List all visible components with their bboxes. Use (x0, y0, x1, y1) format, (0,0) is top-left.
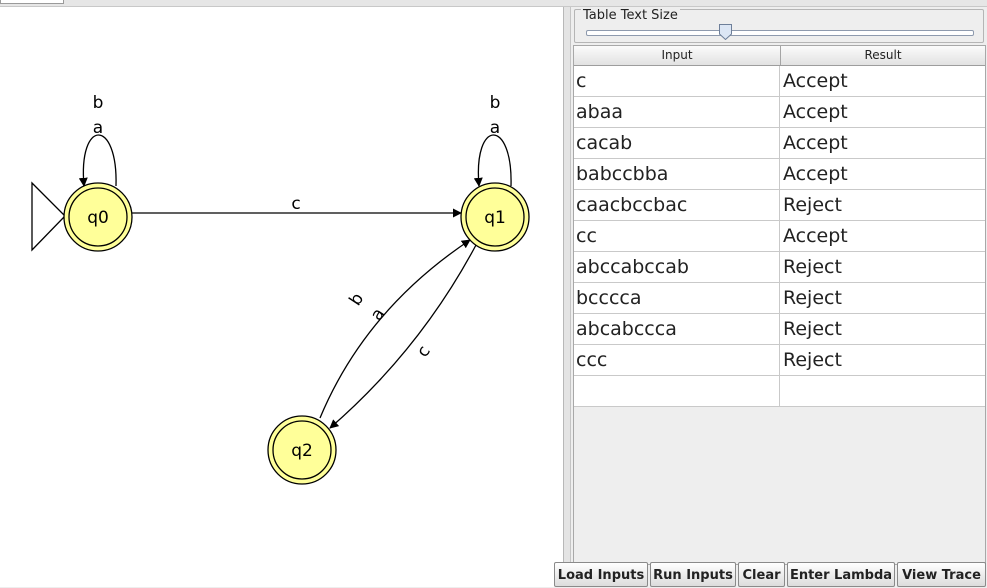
transition-q1-q2[interactable] (329, 244, 477, 429)
result-cell: Reject (783, 194, 842, 216)
input-cell[interactable]: babccbba (574, 159, 780, 189)
table-header: Input Result (574, 46, 985, 66)
result-cell: Reject (783, 349, 842, 371)
loop-label-q0-b[interactable]: b (93, 93, 104, 113)
state-q0[interactable]: q0 (63, 182, 133, 252)
transition-label-q1-q2[interactable]: c (413, 342, 435, 361)
self-loop-q0[interactable] (78, 134, 117, 187)
input-cell[interactable]: cc (574, 221, 780, 251)
table-text-size-group: Table Text Size (574, 8, 984, 43)
load-inputs-button[interactable]: Load Inputs (554, 562, 648, 587)
input-cell[interactable]: abcabccca (574, 314, 780, 344)
self-loop-q1[interactable] (473, 134, 512, 187)
column-header-input[interactable]: Input (574, 46, 781, 65)
column-header-result[interactable]: Result (864, 48, 902, 62)
state-q1[interactable]: q1 (460, 182, 530, 252)
transition-label-q2-q1-b[interactable]: b (346, 290, 369, 310)
loop-label-q1-a[interactable]: a (490, 118, 500, 138)
split-pane-divider[interactable] (564, 7, 571, 587)
input-cell[interactable]: abccabccab (574, 252, 780, 282)
state-label-q2: q2 (291, 441, 313, 461)
input-cell[interactable]: abaa (574, 97, 780, 127)
input-cell[interactable]: cacab (574, 128, 780, 158)
state-label-q0: q0 (87, 208, 109, 228)
top-tab-strip (0, 0, 987, 7)
input-cell[interactable]: c (574, 66, 780, 96)
automaton-canvas[interactable]: c b a b a b a c q0 q1 q2 (0, 7, 564, 587)
result-cell: Accept (783, 132, 848, 154)
input-cell[interactable]: bcccca (574, 283, 780, 313)
button-bar: Load Inputs Run Inputs Clear Enter Lambd… (554, 562, 987, 587)
state-q2[interactable]: q2 (267, 415, 337, 485)
result-cell (781, 376, 985, 406)
state-label-q1: q1 (484, 208, 506, 228)
input-cell[interactable]: caacbccbac (574, 190, 780, 220)
transition-label-q2-q1-a[interactable]: a (367, 305, 389, 325)
loop-label-q1-b[interactable]: b (490, 93, 501, 113)
result-cell: Accept (783, 70, 848, 92)
result-cell: Reject (783, 256, 842, 278)
clear-button[interactable]: Clear (738, 562, 785, 587)
result-cell: Accept (783, 225, 848, 247)
automaton-graph: c b a b a b a c q0 q1 q2 (31, 93, 530, 485)
table-row[interactable] (574, 376, 985, 407)
input-cell[interactable]: ccc (574, 345, 780, 375)
result-cell: Reject (783, 318, 842, 340)
result-cell: Accept (783, 163, 848, 185)
transition-label-q0-q1[interactable]: c (291, 194, 300, 214)
run-inputs-button[interactable]: Run Inputs (650, 562, 736, 587)
tab-edge[interactable] (0, 0, 64, 4)
loop-label-q0-a[interactable]: a (93, 118, 103, 138)
slider-title: Table Text Size (581, 8, 680, 23)
initial-state-marker (31, 181, 66, 252)
view-trace-button[interactable]: View Trace (897, 562, 986, 587)
result-cell: Accept (783, 101, 848, 123)
enter-lambda-button[interactable]: Enter Lambda (787, 562, 895, 587)
transition-q2-q1[interactable] (319, 239, 471, 419)
input-cell[interactable] (574, 376, 780, 406)
text-size-slider-track[interactable] (586, 30, 974, 36)
text-size-slider-thumb[interactable] (719, 24, 733, 40)
result-cell: Reject (783, 287, 842, 309)
